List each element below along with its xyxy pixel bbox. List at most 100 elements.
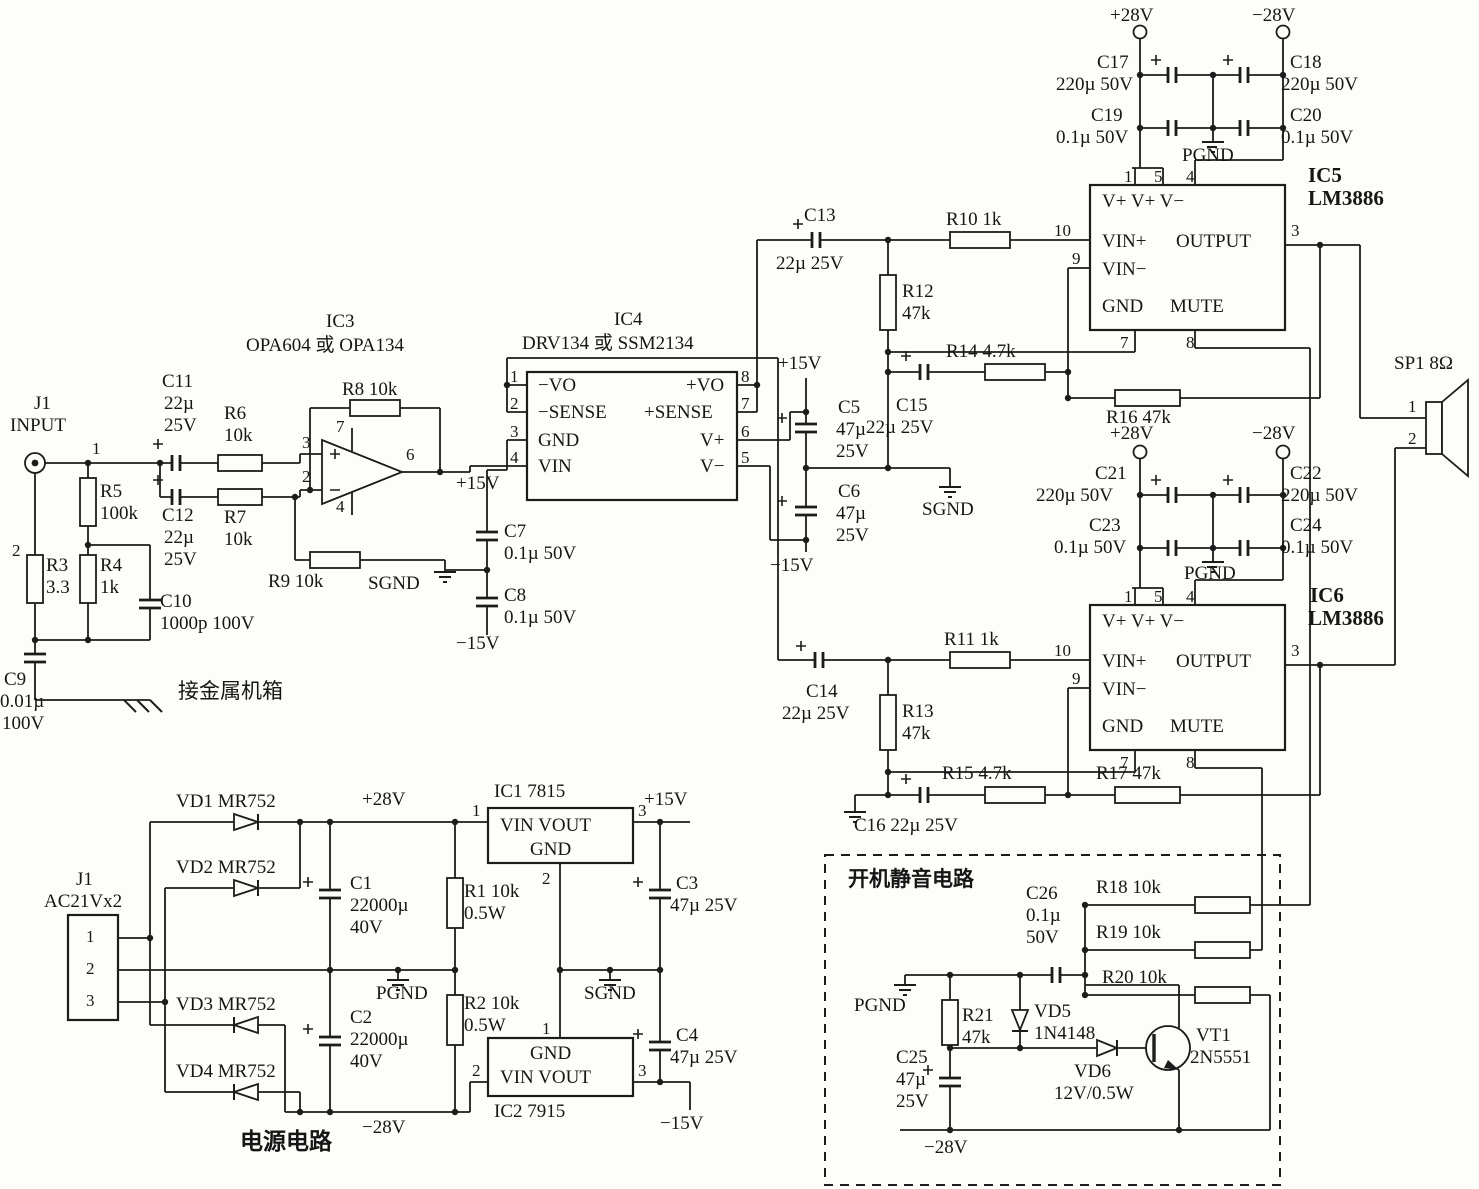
resistor-R5 [79, 477, 97, 527]
lbl-ic5-gnd: GND [1102, 296, 1144, 317]
capacitor-C23 [1166, 540, 1178, 556]
lbl-c24: C24 [1290, 515, 1322, 536]
lbl-pgnd-mute: PGND [854, 995, 906, 1016]
lbl-ic6-pin1: 1 [1124, 587, 1133, 606]
lbl-r10: R10 1k [946, 209, 1002, 230]
lbl-ic4-p7: 7 [741, 394, 750, 413]
lbl-c5-v2: 25V [836, 441, 869, 462]
lbl-m15-mid: −15V [770, 555, 814, 576]
lbl-ic6-vinm: VIN− [1102, 679, 1147, 700]
lbl-c12-v2: 25V [164, 549, 197, 570]
lbl-c5: C5 [838, 397, 861, 418]
lbl-c13: C13 [804, 205, 836, 226]
lbl-c25: C25 [896, 1047, 928, 1068]
lbl-ic5-pin7: 7 [1120, 333, 1129, 352]
lbl-ic1-p1: 1 [472, 801, 481, 820]
resistor-R8 [349, 399, 401, 417]
lbl-vd1: VD1 MR752 [176, 791, 276, 812]
lbl-c22: C22 [1290, 463, 1322, 484]
junction-dot [884, 464, 892, 472]
lbl-r12: R12 [902, 281, 934, 302]
lbl-input: INPUT [10, 415, 66, 436]
junction-dot [1136, 71, 1144, 79]
plus-polarity-mark [901, 774, 911, 784]
sgnd-symbol-mid [939, 486, 961, 498]
lbl-c9-v2: 100V [2, 713, 45, 734]
junction-dot [1175, 1126, 1183, 1134]
lbl-ic5-pin1: 1 [1124, 167, 1133, 186]
lbl-vd5: VD5 [1034, 1001, 1071, 1022]
capacitor-C2 [319, 1035, 341, 1047]
capacitor-C15 [918, 364, 930, 380]
lbl-ic6-pin4: 4 [1186, 587, 1195, 606]
lbl-j1-top: J1 [34, 393, 51, 414]
junction-dot [1016, 971, 1024, 979]
lbl-ic6-pin8: 8 [1186, 753, 1195, 772]
capacitor-C8 [476, 596, 498, 608]
lbl-chassis: 接金属机箱 [178, 679, 283, 703]
lbl-r6-val: 10k [224, 425, 253, 446]
lbl-ic1: IC1 7815 [494, 781, 566, 802]
lbl-ic6-vrow: V+ V+ V− [1102, 611, 1185, 632]
lbl-op-pin4: 4 [336, 497, 345, 516]
lbl-c18-val: 220µ 50V [1281, 74, 1358, 95]
junction-dot [84, 459, 92, 467]
lbl-ic6-pin7: 7 [1120, 753, 1129, 772]
lbl-r3-val: 3.3 [46, 577, 70, 598]
junction-dot [1279, 544, 1287, 552]
lbl-r17: R17 47k [1096, 763, 1161, 784]
pgnd-symbol-ic6 [1202, 561, 1224, 573]
plus-polarity-mark [923, 1065, 933, 1075]
capacitor-C24 [1238, 540, 1250, 556]
pgnd-symbol-psu [387, 979, 409, 991]
lbl-ic4-vminus: V− [700, 456, 725, 477]
junction-dot [656, 1078, 664, 1086]
junction-dots [31, 71, 1324, 1134]
diode-VD1 [233, 812, 261, 832]
lbl-j1b: J1 [76, 869, 93, 890]
lbl-c26-v2: 50V [1026, 927, 1059, 948]
diode-VD2 [233, 878, 261, 898]
lbl-vd4: VD4 MR752 [176, 1061, 276, 1082]
junction-dot [884, 791, 892, 799]
lbl-r9: R9 10k [268, 571, 324, 592]
resistor-R4 [79, 554, 97, 604]
capacitor-C10 [139, 598, 161, 610]
lbl-ic6-part: LM3886 [1308, 606, 1384, 630]
junction-dot [946, 971, 954, 979]
capacitor-C21 [1166, 487, 1178, 503]
capacitor-C25 [939, 1076, 961, 1088]
pgnd-symbol-top [1202, 141, 1224, 153]
lbl-c6-v1: 47µ [836, 503, 866, 524]
junction-dot [84, 636, 92, 644]
lbl-ic5-mute: MUTE [1170, 296, 1224, 317]
lbl-r2-val: 0.5W [464, 1015, 506, 1036]
lbl-c14-val: 22µ 25V [782, 703, 850, 724]
lbl-c26: C26 [1026, 883, 1058, 904]
j1-ac-connector-box [66, 913, 120, 1022]
capacitor-C26 [1050, 967, 1062, 983]
junction-dot [1136, 544, 1144, 552]
junction-dot [84, 541, 92, 549]
lbl-c20: C20 [1290, 105, 1322, 126]
terminal-plus28-mid [1132, 444, 1148, 460]
lbl-p28-psu: +28V [362, 789, 406, 810]
capacitor-C7 [476, 530, 498, 542]
resistor-R12 [879, 274, 897, 331]
lbl-c11: C11 [162, 371, 193, 392]
input-jack-j1 [24, 452, 46, 474]
lbl-ic3-part: OPA604 或 OPA134 [246, 335, 405, 356]
lbl-ic6-out: OUTPUT [1176, 651, 1251, 672]
lbl-ic4-p1: 1 [510, 367, 519, 386]
lbl-r19: R19 10k [1096, 922, 1161, 943]
junction-dot [436, 468, 444, 476]
lbl-r20: R20 10k [1102, 967, 1167, 988]
lbl-ic5-pin10: 10 [1054, 221, 1071, 240]
wires-ic6-supply [1132, 459, 1284, 605]
lbl-ic4-pvo: +VO [686, 375, 725, 396]
resistor-R3 [26, 554, 44, 604]
junction-dot [146, 934, 154, 942]
lbl-c7-val: 0.1µ 50V [504, 543, 577, 564]
lbl-ic5-vinm: VIN− [1102, 259, 1147, 280]
capacitor-C17 [1166, 67, 1178, 83]
